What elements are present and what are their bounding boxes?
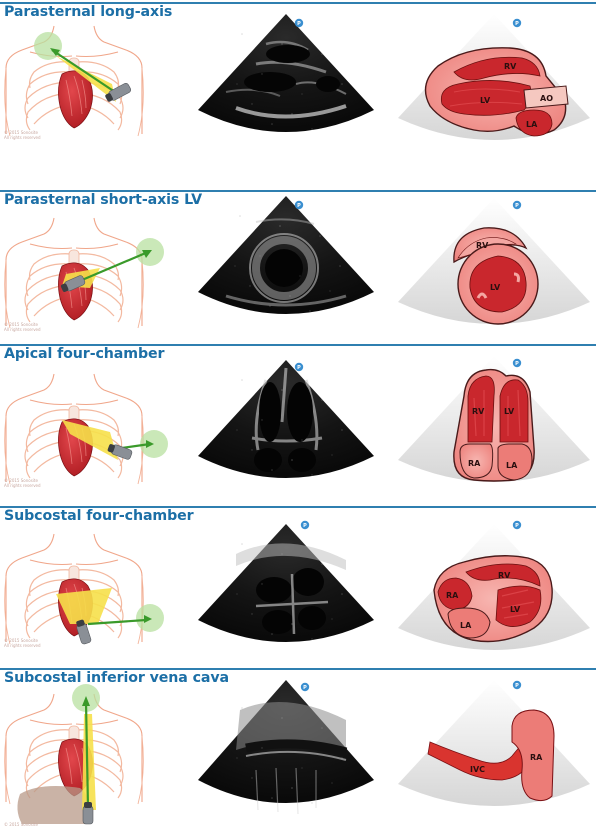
torso-probe-illustration: © 2015 Sonosite (4, 684, 144, 827)
pulse-badge-icon (294, 200, 304, 210)
pulse-badge-icon (300, 520, 310, 530)
ultrasound-image (198, 524, 374, 642)
ultrasound-image (198, 360, 374, 478)
rv-chamber (453, 56, 541, 81)
ra-chamber (511, 709, 555, 802)
label-lv: LV (480, 96, 491, 105)
beam-arrow (84, 701, 90, 809)
beam-arrow (51, 49, 119, 95)
beam-arrow (121, 442, 151, 450)
svg-text:All rights reserved: All rights reserved (4, 327, 41, 332)
label-la: LA (506, 461, 518, 470)
svg-text:© 2015 Sonosite: © 2015 Sonosite (4, 322, 38, 327)
label-ra: RA (446, 591, 459, 600)
svg-text:All rights reserved: All rights reserved (4, 135, 41, 140)
ultrasound-image (198, 196, 374, 314)
ultrasound-probe-icon (60, 275, 86, 292)
view-panel-apical-four-chamber: Apical four-chamber © 2015 Sonosite All … (0, 344, 600, 510)
section-divider (0, 506, 596, 508)
section-divider (0, 344, 596, 346)
svg-text:© 2015 Sonosite: © 2015 Sonosite (4, 638, 38, 643)
lv-chamber (495, 585, 542, 627)
ultrasound-image (198, 680, 374, 815)
ra-chamber (459, 443, 494, 479)
ultrasound-probe-icon (82, 802, 94, 825)
probe-zone (34, 32, 62, 60)
label-rv: RV (498, 571, 511, 580)
anatomy-diagram: RV LV AO LA (398, 14, 590, 140)
svg-text:© 2015 Sonosite: © 2015 Sonosite (4, 478, 38, 483)
label-la: LA (526, 120, 538, 129)
lv-chamber (469, 255, 527, 313)
pulse-badge-icon (300, 682, 310, 692)
pulse-badge-icon (294, 18, 304, 28)
la-chamber (515, 109, 553, 137)
liver (17, 786, 91, 824)
beam-arrow (81, 250, 149, 282)
label-lv: LV (490, 283, 501, 292)
label-ao: AO (540, 94, 553, 103)
section-divider (0, 668, 596, 670)
ultrasound-probe-icon (105, 83, 132, 102)
label-lv: LV (504, 407, 515, 416)
rv-chamber (465, 563, 541, 587)
svg-text:All rights reserved: All rights reserved (4, 643, 41, 648)
label-ra: RA (468, 459, 481, 468)
svg-text:All rights reserved: All rights reserved (4, 483, 41, 488)
ultrasound-probe-icon (107, 444, 133, 460)
label-ivc: IVC (470, 765, 485, 774)
view-panel-subcostal-inferior-vena-cava: Subcostal inferior vena cava © 2015 Sono… (0, 668, 600, 834)
ultrasound-probe-icon (76, 619, 92, 645)
view-title: Subcostal inferior vena cava (4, 670, 230, 686)
imaging-plane (82, 714, 96, 810)
la-chamber (447, 607, 491, 639)
torso-probe-illustration: © 2015 Sonosite All rights reserved (4, 533, 164, 648)
pulse-badge-icon (512, 358, 522, 368)
section-divider (0, 2, 596, 4)
beam-arrow (87, 618, 147, 626)
pulse-badge-icon (294, 362, 304, 372)
view-title: Apical four-chamber (4, 346, 165, 362)
rv-chamber (467, 375, 495, 443)
view-title: Subcostal four-chamber (4, 508, 194, 524)
pulse-badge-icon (512, 520, 522, 530)
label-lv: LV (510, 605, 521, 614)
section-divider (0, 190, 596, 192)
imaging-plane (56, 588, 112, 624)
svg-text:© 2015 Sonosite: © 2015 Sonosite (4, 822, 38, 827)
pulse-badge-icon (512, 18, 522, 28)
view-title: Parasternal short-axis LV (4, 192, 202, 208)
anatomy-diagram: RV RA LV LA (398, 524, 590, 650)
ultrasound-image (198, 14, 374, 132)
ra-chamber (437, 577, 473, 611)
svg-text:© 2015 Sonosite: © 2015 Sonosite (4, 130, 38, 135)
lv-chamber (499, 379, 529, 443)
label-rv: RV (472, 407, 485, 416)
aorta (523, 85, 569, 109)
view-panel-subcostal-four-chamber: Subcostal four-chamber © 2015 Sonosite A… (0, 506, 600, 668)
label-la: LA (460, 621, 472, 630)
view-panel-parasternal-short-axis-lv: Parasternal short-axis LV © 2015 Sonosit… (0, 190, 600, 344)
label-ra: RA (530, 753, 543, 762)
view-title: Parasternal long-axis (4, 4, 173, 20)
anatomy-diagram: IVC RA (398, 680, 590, 806)
torso-probe-illustration: © 2015 Sonosite All rights reserved (4, 217, 164, 332)
pulse-badge-icon (512, 680, 522, 690)
torso-probe-illustration: © 2015 Sonosite All rights reserved (4, 25, 144, 140)
imaging-plane (62, 420, 118, 460)
label-rv: RV (504, 62, 517, 71)
torso-probe-illustration: © 2015 Sonosite All rights reserved (4, 373, 168, 488)
view-panel-parasternal-long-axis: Parasternal long-axis © 2015 Sonosite Al… (0, 2, 600, 170)
sector-background (398, 680, 590, 806)
anatomy-diagram: RV LV (398, 198, 590, 325)
anatomy-diagram: RV LV RA LA (398, 356, 590, 482)
label-rv: RV (476, 241, 489, 250)
pulse-badge-icon (512, 200, 522, 210)
la-chamber (497, 443, 533, 481)
